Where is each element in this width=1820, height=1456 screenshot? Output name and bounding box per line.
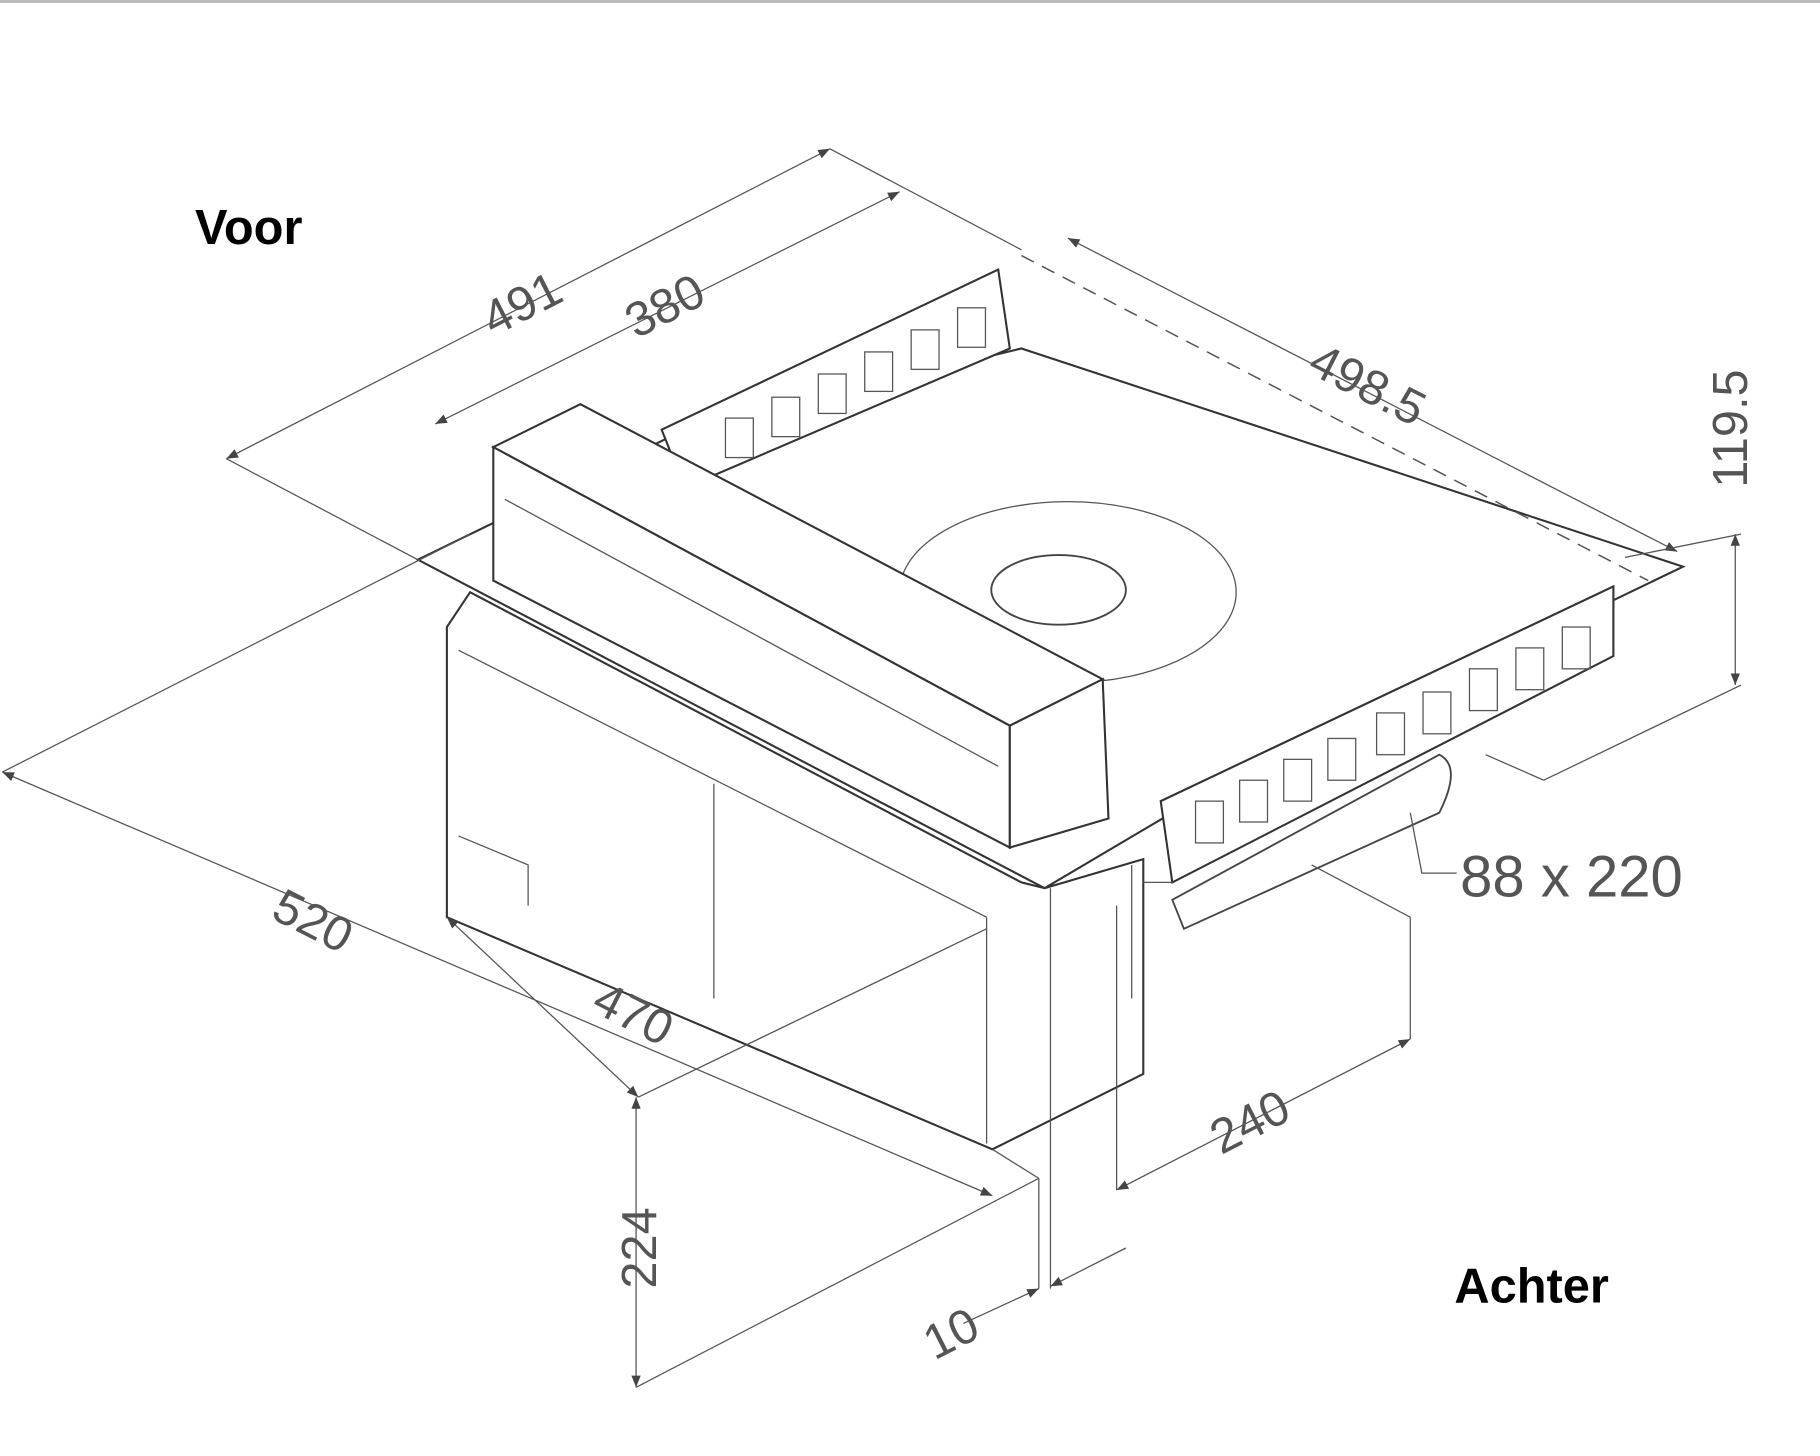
window-top-border — [0, 0, 1820, 3]
dim-520: 520 — [264, 879, 361, 964]
dim-10: 10 — [915, 1298, 988, 1371]
dim-491: 491 — [474, 262, 571, 347]
dim-498-5: 498.5 — [1301, 333, 1434, 437]
side-cutouts — [1194, 626, 1591, 844]
dim-380: 380 — [617, 264, 714, 349]
hood-side — [1008, 677, 1110, 849]
label-back: Achter — [1454, 1260, 1608, 1314]
outlet-duct — [1171, 753, 1452, 931]
outlet-size: 88 x 220 — [1460, 844, 1683, 909]
label-front: Voor — [195, 201, 302, 255]
dim-224: 224 — [613, 1207, 667, 1288]
dimension-lines — [2, 148, 1742, 1388]
fan-hub — [990, 554, 1127, 626]
side-rail — [1159, 584, 1615, 884]
dim-119-5: 119.5 — [1704, 369, 1758, 487]
dim-240: 240 — [1202, 1080, 1299, 1165]
